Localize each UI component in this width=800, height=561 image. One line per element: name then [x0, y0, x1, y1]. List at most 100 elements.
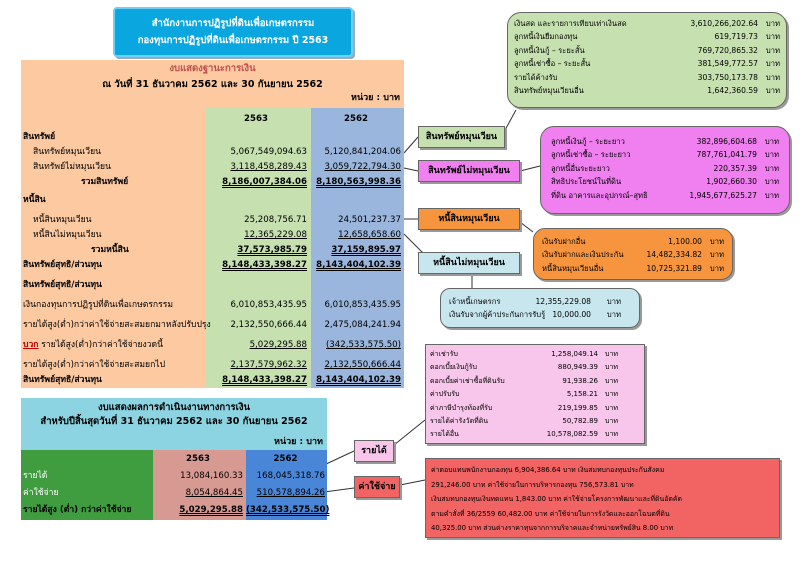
tag-noncurrent-assets: สินทรัพย์ไม่หมุนเวียน — [418, 160, 520, 182]
bs-column-2563 — [205, 60, 311, 388]
row-label: บวก รายได้สูง(ต่ำ)กว่าค่าใช้จ่ายงวดนี้ — [23, 338, 163, 353]
detail-unit: บาท — [709, 237, 724, 246]
bs-header: งบแสดงฐานะการเงิน ณ วันที่ 31 ธันวาคม 25… — [21, 60, 404, 108]
bs-label-column — [21, 60, 205, 388]
row-value-2563: 5,067,549,094.63 — [230, 147, 307, 157]
detail-value: 10,725,321.89 — [646, 263, 702, 273]
table-row: หนี้สินหมุนเวียน 25,208,756.71 24,501,23… — [21, 213, 404, 228]
detail-unit: บาท — [765, 59, 780, 69]
detail-unit: บาท — [605, 416, 618, 425]
row-value-2562: 5,120,841,204.06 — [324, 147, 401, 157]
connector-rev-detail — [393, 419, 426, 446]
row-label: ค่าใช้จ่าย — [23, 488, 59, 498]
row-value-2563: 6,010,853,435.95 — [230, 300, 307, 310]
detail-value: 1,642,360.59 — [707, 85, 758, 95]
expense-detail-line: ค่าตอบแทนพนักงานกองทุน 6,904,386.64 บาท … — [431, 466, 665, 474]
detail-label: ดอกเบี้ยค่าเช่าซื้อที่ดินรับ — [430, 376, 505, 385]
detail-value: 880,949.39 — [557, 363, 598, 372]
table-row: สินทรัพย์ไม่หมุนเวียน 3,118,458,289.43 3… — [21, 160, 404, 175]
detail-unit: บาท — [709, 263, 724, 273]
table-row: สินทรัพย์ — [21, 130, 404, 145]
detail-label: ลูกหนี้อื่นระยะยาว — [551, 163, 610, 173]
row-value-2563: 2,132,550,666.44 — [230, 320, 307, 330]
row-value-2562: 2,132,550,666.44 — [324, 360, 401, 370]
bs-subtitle: ณ วันที่ 31 ธันวาคม 2562 และ 30 กันยายน … — [102, 79, 323, 90]
connector-expense — [323, 487, 355, 493]
row-value-2563: 25,208,756.71 — [244, 215, 307, 225]
row-value-2563: 5,029,295.88 — [249, 340, 307, 350]
current-assets-detail-box: เงินสด และรายการเทียบเท่าเงินสด 3,610,266… — [507, 12, 787, 108]
detail-value: 1,902,660.30 — [706, 177, 757, 187]
table-row: หนี้สิน — [21, 193, 404, 208]
row-value-2562: 8,143,404,102.39 — [316, 260, 401, 270]
tag-expense: ค่าใช้จ่าย — [354, 476, 400, 498]
tag-current-assets: สินทรัพย์หมุนเวียน — [418, 126, 505, 148]
row-value-2563: 5,029,295.88 — [179, 505, 243, 515]
table-row: รายได้สูง (ต่ำ) กว่าค่าใช้จ่าย 5,029,295… — [21, 503, 329, 518]
bs-col-header-row: 2563 2562 — [21, 112, 404, 127]
detail-label: สิทธิประโยชน์ในที่ดิน — [551, 177, 622, 187]
detail-value: 3,610,266,202.64 — [690, 19, 758, 28]
bs-title: งบแสดงฐานะการเงิน — [169, 63, 256, 74]
bs-unit: หน่วย : บาท — [351, 93, 400, 103]
detail-unit: บาท — [765, 32, 780, 42]
table-row: สินทรัพย์สุทธิ/ส่วนทุน — [21, 278, 404, 293]
expense-detail-line: 40,325.00 บาท ส่วนต่างราคาทุนจากการบริจา… — [431, 524, 674, 533]
detail-label: รายได้ค่ารังวัดที่ดิน — [430, 416, 489, 425]
detail-label: ค่าภาษีบำรุงท้องที่รับ — [430, 403, 493, 412]
detail-value: 12,355,229.08 — [535, 297, 591, 306]
row-value-2562: 168,045,318.76 — [256, 471, 325, 481]
detail-unit: บาท — [764, 150, 779, 160]
detail-row: ที่ดิน อาคารและอุปกรณ์–สุทธิ1,945,677,62… — [551, 189, 779, 202]
detail-value: 1,100.00 — [668, 237, 702, 246]
detail-unit: บาท — [764, 163, 779, 173]
row-value-2562: 12,658,658.60 — [338, 230, 401, 240]
is-column-2563 — [153, 450, 246, 520]
detail-value: 1,258,049.14 — [551, 350, 598, 358]
detail-unit: บาท — [605, 363, 618, 372]
is-col-header-row: 2563 2562 — [21, 452, 327, 467]
table-row: รายได้ 13,084,160.33 168,045,318.76 — [21, 469, 327, 484]
banner-line-2: กองทุนการปฏิรูปที่ดินเพื่อเกษตรกรรม ปี 2… — [137, 35, 329, 46]
header-banner: สำนักงานการปฏิรูปที่ดินเพื่อเกษตรกรรม กอ… — [113, 7, 353, 57]
row-value-2563: 8,054,864.45 — [185, 488, 243, 498]
row-value-2563: 2,137,579,962.32 — [230, 360, 307, 370]
detail-label: ค่าเช่ารับ — [430, 350, 458, 358]
detail-unit: บาท — [605, 390, 618, 399]
income-statement: งบแสดงผลการดำเนินงานทางการเงิน สำหรับปีส… — [21, 398, 329, 520]
detail-value: 10,000.00 — [552, 310, 591, 320]
row-label: สินทรัพย์สุทธิ/ส่วนทุน — [23, 260, 102, 270]
row-value-2562: 510,578,894.26 — [256, 488, 325, 498]
is-col-b-header: 2562 — [273, 454, 298, 464]
detail-value: 14,482,334.82 — [646, 250, 702, 260]
detail-row: เงินสด และรายการเทียบเท่าเงินสด 3,610,266… — [514, 17, 780, 30]
detail-value: 50,782.89 — [562, 416, 598, 425]
table-row: รวมสินทรัพย์ 8,186,007,384.06 8,180,563,… — [21, 175, 404, 190]
balance-sheet: งบแสดงฐานะการเงิน ณ วันที่ 31 ธันวาคม 25… — [21, 60, 404, 388]
detail-label: เงินสด และรายการเทียบเท่าเงินสด — [514, 19, 627, 28]
table-row: หนี้สินไม่หมุนเวียน 12,365,229.08 12,658… — [21, 228, 404, 243]
row-label: รายได้สูง(ต่ำ)กว่าค่าใช้จ่ายสะสมยกมาหลัง… — [23, 320, 211, 330]
is-column-2562 — [246, 450, 327, 520]
is-unit: หน่วย : บาท — [274, 437, 323, 447]
row-label: รายได้ — [23, 471, 48, 481]
is-title: งบแสดงผลการดำเนินงานทางการเงิน — [98, 402, 250, 413]
table-row: รายได้สูง(ต่ำ)กว่าค่าใช้จ่ายสะสมยกมาหลัง… — [21, 318, 404, 333]
detail-unit: บาท — [606, 297, 621, 306]
detail-label: ลูกหนี้เงินกู้ – ระยะสั้น — [514, 45, 585, 55]
detail-unit: บาท — [764, 137, 779, 146]
